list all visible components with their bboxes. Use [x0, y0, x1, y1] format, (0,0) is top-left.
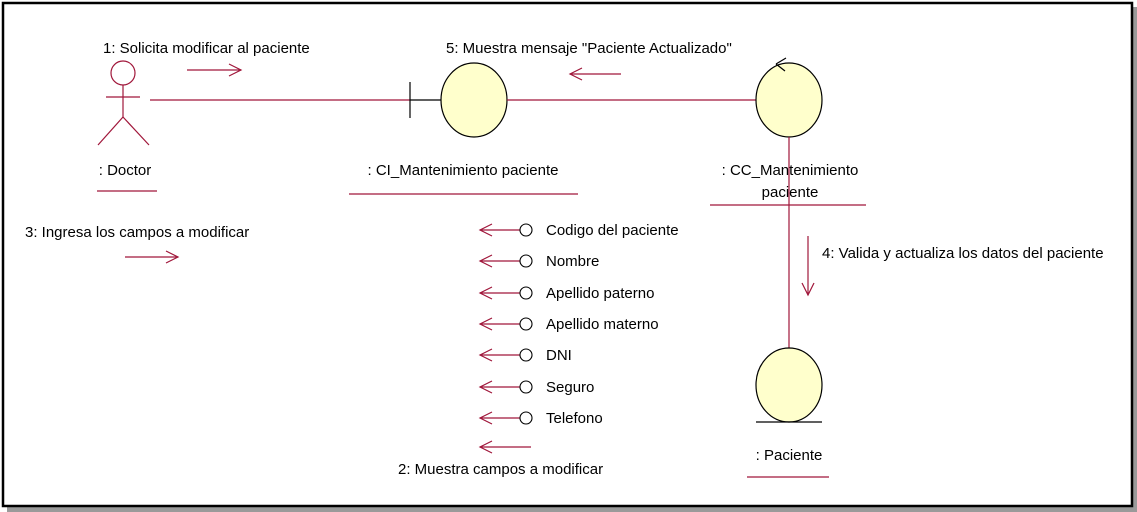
- field-label: Apellido materno: [546, 316, 659, 333]
- message-1-label: 1: Solicita modificar al paciente: [103, 40, 310, 57]
- message-5-arrow: [568, 67, 621, 81]
- boundary-circle: [440, 62, 508, 138]
- field-param-circle: [519, 380, 533, 394]
- field-param-circle: [519, 317, 533, 331]
- control-circle: [755, 62, 823, 138]
- field-row: Nombre: [478, 253, 599, 270]
- field-arrowhead: [478, 286, 493, 300]
- message-2-label: 2: Muestra campos a modificar: [398, 461, 603, 478]
- field-row: Telefono: [478, 410, 603, 427]
- doctor-label: : Doctor: [99, 162, 152, 179]
- message-5-label: 5: Muestra mensaje "Paciente Actualizado…: [446, 40, 732, 57]
- field-arrowhead: [478, 348, 493, 362]
- field-label: Nombre: [546, 253, 599, 270]
- field-label: Seguro: [546, 379, 594, 396]
- actor-left-leg: [97, 116, 124, 146]
- message-2-arrow: [478, 440, 531, 454]
- field-arrowhead: [478, 254, 493, 268]
- entity-paciente[interactable]: [755, 347, 823, 423]
- field-param-circle: [519, 348, 533, 362]
- field-arrowhead: [478, 380, 493, 394]
- field-row: Apellido paterno: [478, 285, 654, 302]
- field-row: Apellido materno: [478, 316, 659, 333]
- field-param-circle: [519, 286, 533, 300]
- paciente-label: : Paciente: [756, 447, 823, 464]
- field-label: Codigo del paciente: [546, 222, 679, 239]
- cc-label-line2: paciente: [762, 184, 819, 201]
- message-4-arrow: [801, 236, 815, 297]
- field-label: Apellido paterno: [546, 285, 654, 302]
- control-arrowhead: [775, 57, 787, 72]
- actor-doctor[interactable]: [97, 60, 150, 146]
- field-param-circle: [519, 223, 533, 237]
- field-row: DNI: [478, 347, 572, 364]
- cc-label-line1: : CC_Mantenimiento: [722, 162, 859, 179]
- field-arrowhead: [478, 223, 493, 237]
- field-label: Telefono: [546, 410, 603, 427]
- ci-label: : CI_Mantenimiento paciente: [368, 162, 559, 179]
- field-param-circle: [519, 254, 533, 268]
- field-param-circle: [519, 411, 533, 425]
- field-arrowhead: [478, 411, 493, 425]
- message-3-label: 3: Ingresa los campos a modificar: [25, 224, 249, 241]
- field-row: Codigo del paciente: [478, 222, 679, 239]
- message-1-arrow: [187, 63, 243, 77]
- field-label: DNI: [546, 347, 572, 364]
- message-4-label: 4: Valida y actualiza los datos del paci…: [822, 245, 1104, 262]
- field-row: Seguro: [478, 379, 594, 396]
- message-3-arrow: [125, 250, 180, 264]
- field-arrowhead: [478, 317, 493, 331]
- actor-right-leg: [122, 116, 150, 146]
- entity-circle: [755, 347, 823, 423]
